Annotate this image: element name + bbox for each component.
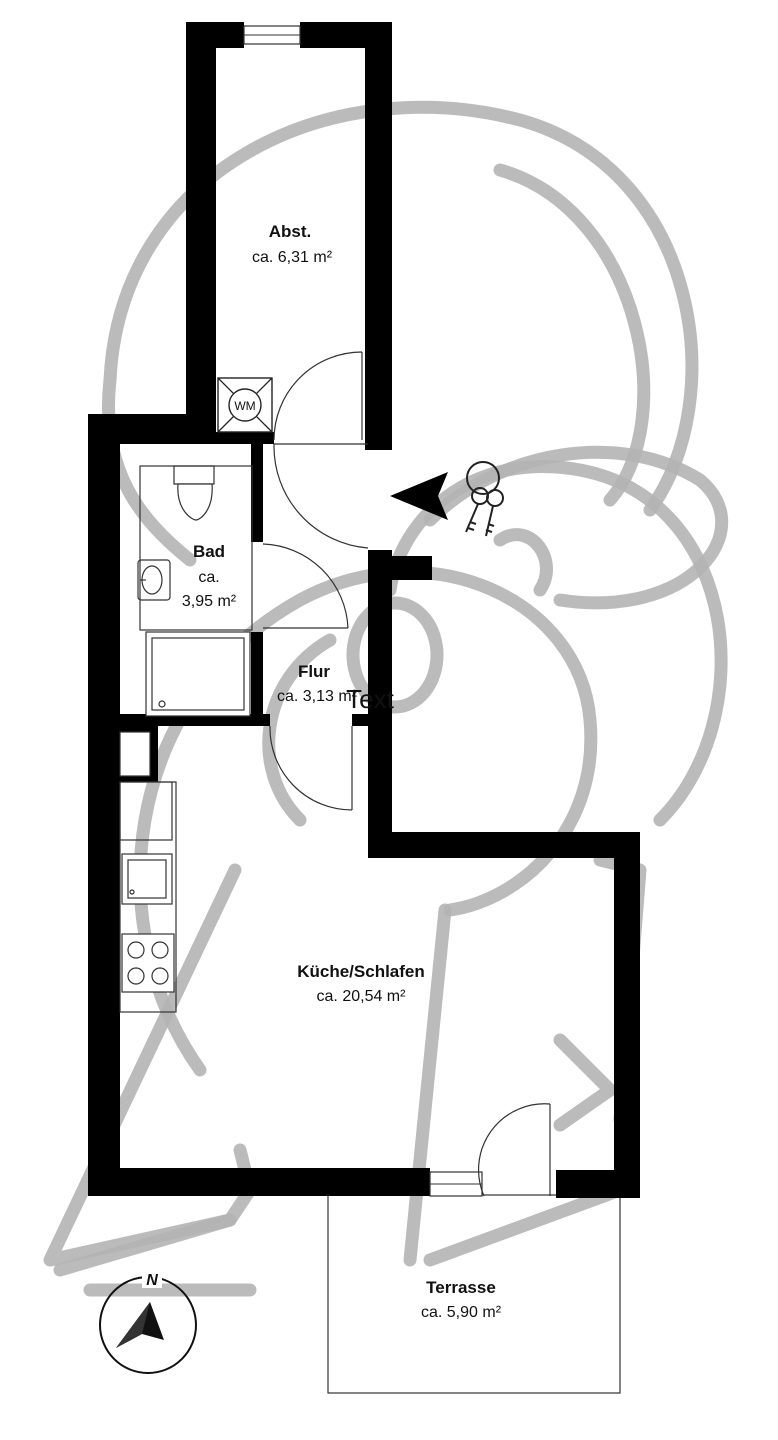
entrance-arrow-icon xyxy=(390,472,448,520)
sink xyxy=(137,559,171,601)
door-kitchen xyxy=(269,725,353,811)
wall-flur-bottom-right xyxy=(352,714,372,726)
room-area-bad-line2: 3,95 m² xyxy=(182,593,237,610)
room-area-kueche: ca. 20,54 m² xyxy=(317,988,407,1005)
room-label-abst: Abst. ca. 6,31 m² xyxy=(252,222,333,266)
wall-kitchen-top xyxy=(368,832,640,858)
room-area-flur: ca. 3,13 m² xyxy=(277,688,358,705)
kitchen-sink xyxy=(121,853,173,905)
wall-bad-right-lower xyxy=(251,632,263,724)
wall-abst-bottom xyxy=(216,432,274,444)
kitchen-upper-cabinet xyxy=(119,781,173,841)
room-label-terrasse: Terrasse ca. 5,90 m² xyxy=(421,1278,502,1321)
overlay-text: Text xyxy=(346,684,394,714)
wall-top-left xyxy=(88,414,216,444)
wall-abst-top-left xyxy=(186,22,244,48)
room-name-flur: Flur xyxy=(298,662,330,681)
door-terrace xyxy=(477,1103,551,1197)
room-area-terrasse: ca. 5,90 m² xyxy=(421,1304,502,1321)
wall-abst-right xyxy=(365,22,392,450)
door-entrance xyxy=(273,443,369,549)
room-name-bad: Bad xyxy=(193,542,225,561)
niche-inner xyxy=(119,731,151,777)
room-area-abst: ca. 6,31 m² xyxy=(252,249,333,266)
wall-flur-right xyxy=(368,550,392,856)
room-label-kueche: Küche/Schlafen ca. 20,54 m² xyxy=(297,962,425,1005)
wall-bad-bottom xyxy=(120,714,270,726)
washing-machine: WM xyxy=(217,377,273,433)
wall-outer-left xyxy=(88,414,120,1196)
window-abst xyxy=(243,25,301,45)
stove xyxy=(121,933,175,993)
wall-kitchen-right xyxy=(614,832,640,1198)
room-name-abst: Abst. xyxy=(269,222,312,241)
wall-bottom-left xyxy=(88,1168,430,1196)
wall-abst-left xyxy=(186,22,216,444)
door-bad xyxy=(262,543,349,629)
wall-bad-right-upper xyxy=(251,444,263,542)
north-label: N xyxy=(146,1272,158,1289)
keys-icon xyxy=(465,461,504,537)
room-label-flur: Flur ca. 3,13 m² xyxy=(277,662,358,705)
north-arrow-icon: N xyxy=(99,1270,197,1374)
toilet xyxy=(173,465,215,521)
wall-bottom-right xyxy=(556,1170,640,1198)
washing-machine-label: WM xyxy=(234,399,255,413)
wall-abst-top-right xyxy=(300,22,392,48)
room-label-bad: Bad ca. 3,95 m² xyxy=(182,542,237,610)
room-area-bad-line1: ca. xyxy=(198,569,219,586)
wall-flur-stub xyxy=(368,556,432,580)
room-name-kueche: Küche/Schlafen xyxy=(297,962,425,981)
shower xyxy=(145,631,251,717)
window-kitchen xyxy=(429,1171,483,1197)
walls xyxy=(88,22,640,1198)
bathroom-counter xyxy=(139,465,253,631)
room-name-terrasse: Terrasse xyxy=(426,1278,496,1297)
door-abst xyxy=(273,351,363,441)
